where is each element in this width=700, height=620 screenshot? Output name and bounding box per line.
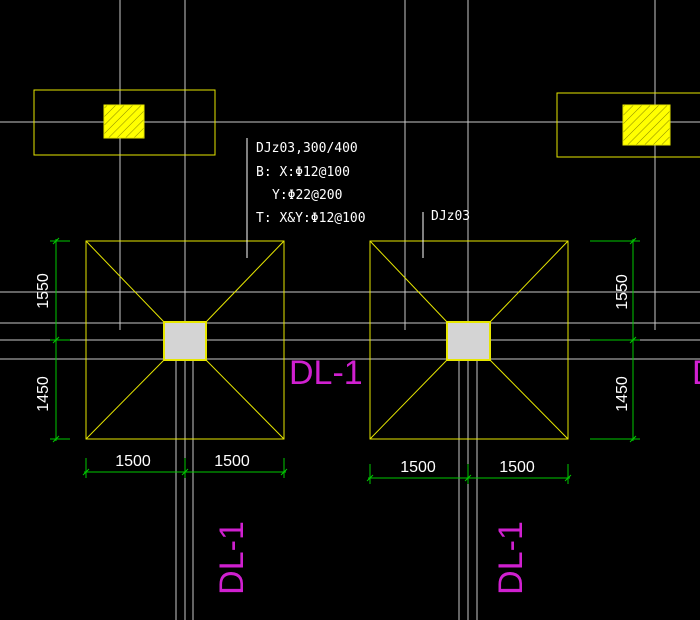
- horizontal-beam: [0, 291, 700, 360]
- dim-left-lower: 1450: [35, 376, 52, 412]
- annotation-line-3: Y:Φ22@200: [272, 188, 342, 203]
- top-column-right: [622, 104, 671, 146]
- column-1: [163, 321, 207, 361]
- top-footing-left: [33, 89, 216, 156]
- dim-f1-left: 1500: [115, 453, 151, 470]
- dimension-left-height: [50, 237, 70, 443]
- beam-label-vertical-1: DL-1: [213, 521, 251, 595]
- top-footing-right: [556, 92, 700, 158]
- dim-f2-left: 1500: [400, 459, 436, 476]
- footing-2-label: DJz03: [431, 209, 470, 224]
- annotation-line-4: T: X&Y:Φ12@100: [256, 211, 366, 226]
- footing-djz03-2: [369, 240, 569, 440]
- dimension-right-height: [590, 237, 640, 443]
- vertical-beams: [175, 360, 478, 620]
- dimension-footing-2-width: [366, 464, 572, 484]
- beam-label-horizontal: DL-1: [289, 354, 363, 392]
- dim-right-lower: 1450: [614, 376, 631, 412]
- column-2: [446, 321, 491, 361]
- dim-left-upper: 1550: [35, 273, 52, 309]
- dim-f1-right: 1500: [214, 453, 250, 470]
- beam-label-horizontal-cut: D: [692, 354, 700, 392]
- top-column-left: [103, 104, 145, 139]
- dimension-footing-1-width: [82, 458, 288, 478]
- dim-f2-right: 1500: [499, 459, 535, 476]
- annotation-line-1: DJz03,300/400: [256, 141, 358, 156]
- beam-label-vertical-2: DL-1: [492, 521, 530, 595]
- footing-djz03-1: [85, 240, 285, 440]
- annotation-line-2: B: X:Φ12@100: [256, 165, 350, 180]
- dim-right-upper: 1550: [614, 274, 631, 310]
